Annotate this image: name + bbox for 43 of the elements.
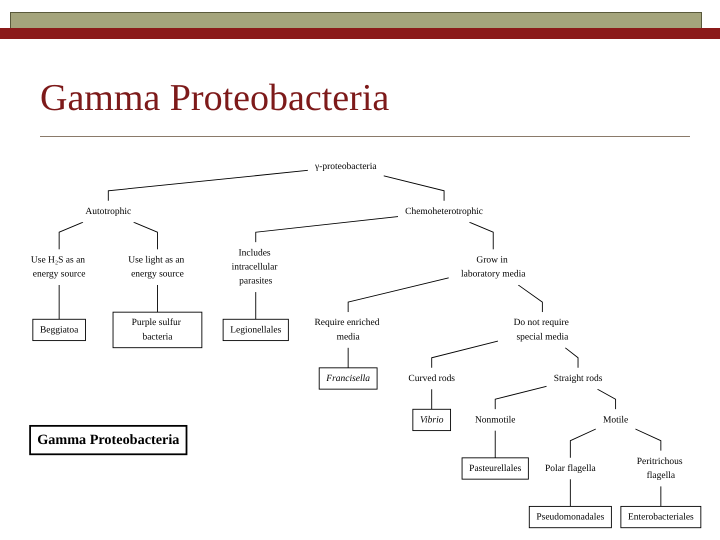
connector bbox=[634, 428, 662, 452]
node-box: Vibrio bbox=[412, 408, 452, 432]
node-text: Use light as an energy source bbox=[128, 254, 184, 280]
connector bbox=[383, 175, 445, 202]
connector bbox=[348, 277, 450, 313]
node-text: Straight rods bbox=[554, 373, 602, 384]
node-text: Chemoheterotrophic bbox=[405, 206, 484, 216]
node-text: Includes intracellular parasites bbox=[232, 248, 278, 286]
node-text: Nonmotile bbox=[474, 414, 516, 425]
slide-title: Gamma Proteobacteria bbox=[40, 76, 390, 120]
node-text: Autotrophic bbox=[85, 206, 132, 216]
node-text: Peritrichous flagella bbox=[636, 456, 683, 480]
node-box: Francisella bbox=[318, 367, 378, 390]
node-text: Curved rods bbox=[408, 373, 455, 384]
connector bbox=[431, 340, 498, 368]
connector bbox=[58, 284, 60, 320]
connector bbox=[494, 430, 496, 458]
connector bbox=[660, 486, 662, 507]
node-text: Motile bbox=[602, 414, 628, 425]
connector bbox=[431, 388, 432, 410]
connector bbox=[108, 170, 308, 202]
connector bbox=[255, 216, 398, 243]
node-box: Gamma Proteobacteria bbox=[29, 424, 188, 456]
connector bbox=[157, 284, 158, 313]
connector bbox=[348, 347, 349, 368]
node-box: Pseudomonadales bbox=[528, 506, 612, 528]
connector bbox=[596, 388, 616, 410]
node-box: Purple sulfur bacteria bbox=[112, 312, 202, 348]
node-box: Pasteurellales bbox=[462, 457, 529, 480]
node-text: Grow in laboratory media bbox=[461, 254, 526, 280]
connector bbox=[494, 386, 548, 410]
node-text: γ-proteobacteria bbox=[315, 161, 377, 172]
node-text: Use H₂S as an energy source bbox=[30, 254, 86, 280]
connector bbox=[570, 478, 571, 507]
connector bbox=[564, 347, 578, 368]
node-text: Polar flagella bbox=[544, 463, 596, 474]
connector bbox=[255, 292, 256, 320]
node-text: Do not require special media bbox=[514, 318, 569, 342]
node-text: Require enriched media bbox=[314, 318, 380, 342]
node-box: Beggiatoa bbox=[32, 318, 86, 342]
connector bbox=[518, 284, 543, 313]
node-box: Enterobacteriales bbox=[620, 506, 702, 528]
node-box: Legionellales bbox=[222, 318, 289, 342]
